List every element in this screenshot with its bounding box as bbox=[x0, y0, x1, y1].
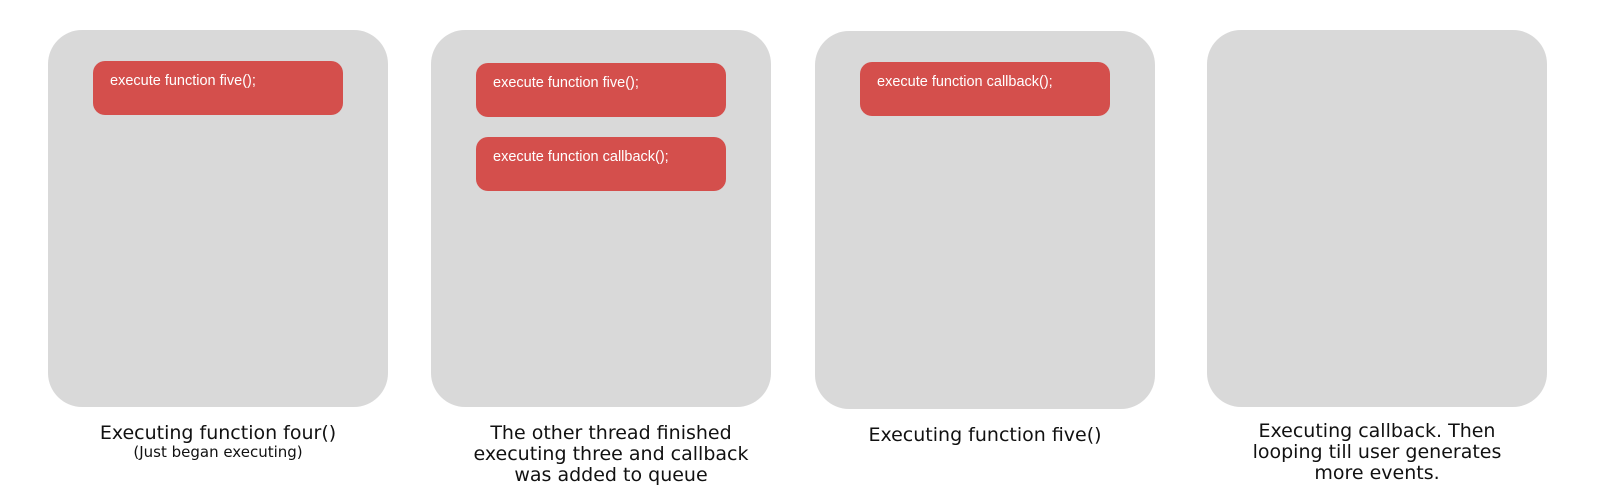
caption-line: looping till user generates bbox=[1252, 441, 1502, 463]
queue-panel-1: execute function five(); bbox=[48, 30, 388, 407]
caption-line: was added to queue bbox=[514, 464, 708, 486]
caption-text: Executing function five() bbox=[868, 424, 1102, 446]
caption-line: The other thread finished bbox=[490, 422, 732, 444]
caption-subtext: (Just began executing) bbox=[133, 443, 303, 461]
caption-line: executing three and callback bbox=[473, 443, 749, 465]
queue-task: execute function callback(); bbox=[476, 137, 726, 191]
caption-text: Executing function four() bbox=[99, 422, 337, 444]
queue-task: execute function callback(); bbox=[860, 62, 1110, 116]
queue-panel-2: execute function five(); execute functio… bbox=[431, 30, 771, 407]
stage-caption-2: The other thread finished executing thre… bbox=[451, 423, 771, 486]
caption-line: Executing callback. Then bbox=[1258, 420, 1496, 442]
stage-caption-1: Executing function four() (Just began ex… bbox=[68, 422, 368, 461]
queue-task: execute function five(); bbox=[476, 63, 726, 117]
caption-line: more events. bbox=[1314, 462, 1440, 484]
stage-caption-4: Executing callback. Then looping till us… bbox=[1217, 421, 1537, 484]
queue-panel-3: execute function callback(); bbox=[815, 31, 1155, 409]
queue-panel-4 bbox=[1207, 30, 1547, 407]
queue-task: execute function five(); bbox=[93, 61, 343, 115]
stage-caption-3: Executing function five() bbox=[835, 425, 1135, 446]
